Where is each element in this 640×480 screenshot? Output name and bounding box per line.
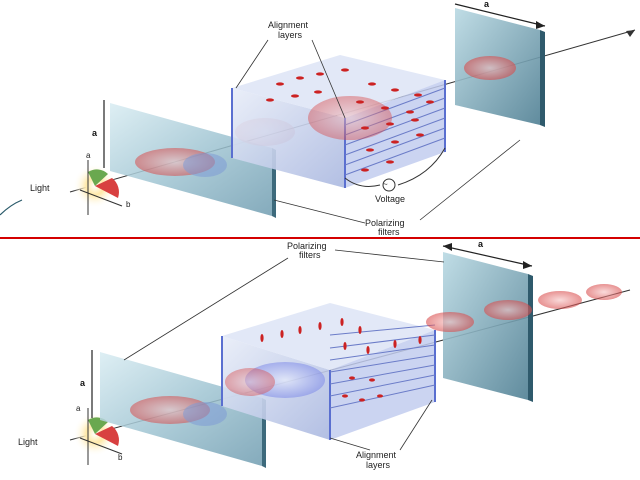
voltage-source-icon (382, 178, 396, 192)
polarizing-filters-label-l1: Polarizing (365, 218, 405, 228)
polarizing-callout-line-1-bottom (123, 257, 289, 361)
polarizing-filters-label-l2: filters (378, 227, 400, 237)
source-b-label-bottom: b (118, 453, 123, 462)
voltage-wire-left (344, 177, 381, 187)
rear-filter-edge (540, 30, 545, 127)
polarizing-filters-label-l2-bottom: filters (299, 250, 321, 260)
wave-exit-bottom-4 (586, 284, 622, 300)
voltage-tilde: ~ (383, 180, 388, 189)
alignment-layers-label-l2-bottom: layers (366, 460, 391, 470)
wave-exit-bottom-1 (426, 312, 474, 332)
voltage-wire-right (397, 147, 446, 186)
source-b-label: b (126, 200, 131, 209)
rear-dim-arrowhead-bottom-left (443, 243, 452, 251)
source-a-label-bottom: a (76, 404, 81, 413)
rear-filter-a-label: a (484, 0, 490, 9)
wave-exit-bottom-2 (484, 300, 532, 320)
alignment-layers-label-l1: Alignment (268, 20, 309, 30)
rear-dim-arrowhead (536, 21, 545, 29)
wave-exit-top (464, 56, 516, 80)
alignment-callout-line-1 (235, 39, 269, 89)
polarizing-callout-line-2 (419, 139, 521, 221)
beam-arrowhead (626, 30, 635, 37)
lc-cell-top-bottom (222, 303, 435, 370)
voltage-label: Voltage (375, 194, 405, 204)
light-source-green-wedge (88, 169, 108, 186)
rear-filter-dim-line-bottom (442, 245, 533, 267)
light-label-bottom: Light (18, 437, 38, 447)
wave-segment-2 (183, 153, 227, 177)
lc-molecules-bottom (260, 318, 422, 402)
lc-molecules-top (266, 68, 434, 172)
polarizing-filters-label-l1-bottom: Polarizing (287, 241, 327, 251)
front-filter-a-label-bottom: a (80, 378, 86, 388)
polarizing-callout-line-2-bottom (334, 249, 445, 263)
light-source-red-wedge-bottom (95, 426, 119, 446)
front-filter-a-label: a (92, 128, 98, 138)
alignment-layers-bottom (329, 324, 436, 409)
alignment-callout-line-2-bottom (399, 399, 433, 451)
light-source-red-wedge (95, 178, 119, 198)
light-source-green-wedge-bottom (88, 417, 108, 434)
rear-filter-edge-bottom (528, 274, 533, 402)
alignment-callout-line-1-bottom (329, 437, 371, 451)
lc-cell-top (232, 55, 445, 118)
wave-segment-2-bottom (183, 402, 227, 426)
source-axis-b (79, 189, 123, 207)
edge-curve (0, 199, 23, 216)
wave-in-cell-top (308, 96, 392, 140)
alignment-layers-label-l1-bottom: Alignment (356, 450, 397, 460)
rear-filter-a-label-bottom: a (478, 239, 484, 249)
source-axis-b-bottom (79, 437, 123, 455)
alignment-layers-label-l2: layers (278, 30, 303, 40)
wave-exit-bottom-3 (538, 291, 582, 309)
wave-in-cell-bottom-red (225, 368, 275, 396)
bottom-panel: Light a b a (18, 239, 631, 470)
rear-dim-arrowhead-bottom (523, 261, 532, 269)
light-label: Light (30, 183, 50, 193)
polarizing-callout-line-1 (273, 199, 366, 224)
source-a-label: a (86, 151, 91, 160)
alignment-callout-line-2 (311, 39, 346, 119)
rear-filter-dim-line (454, 3, 546, 27)
rear-polarizing-filter-bottom (443, 252, 528, 400)
top-panel: Light a b a (0, 0, 636, 237)
